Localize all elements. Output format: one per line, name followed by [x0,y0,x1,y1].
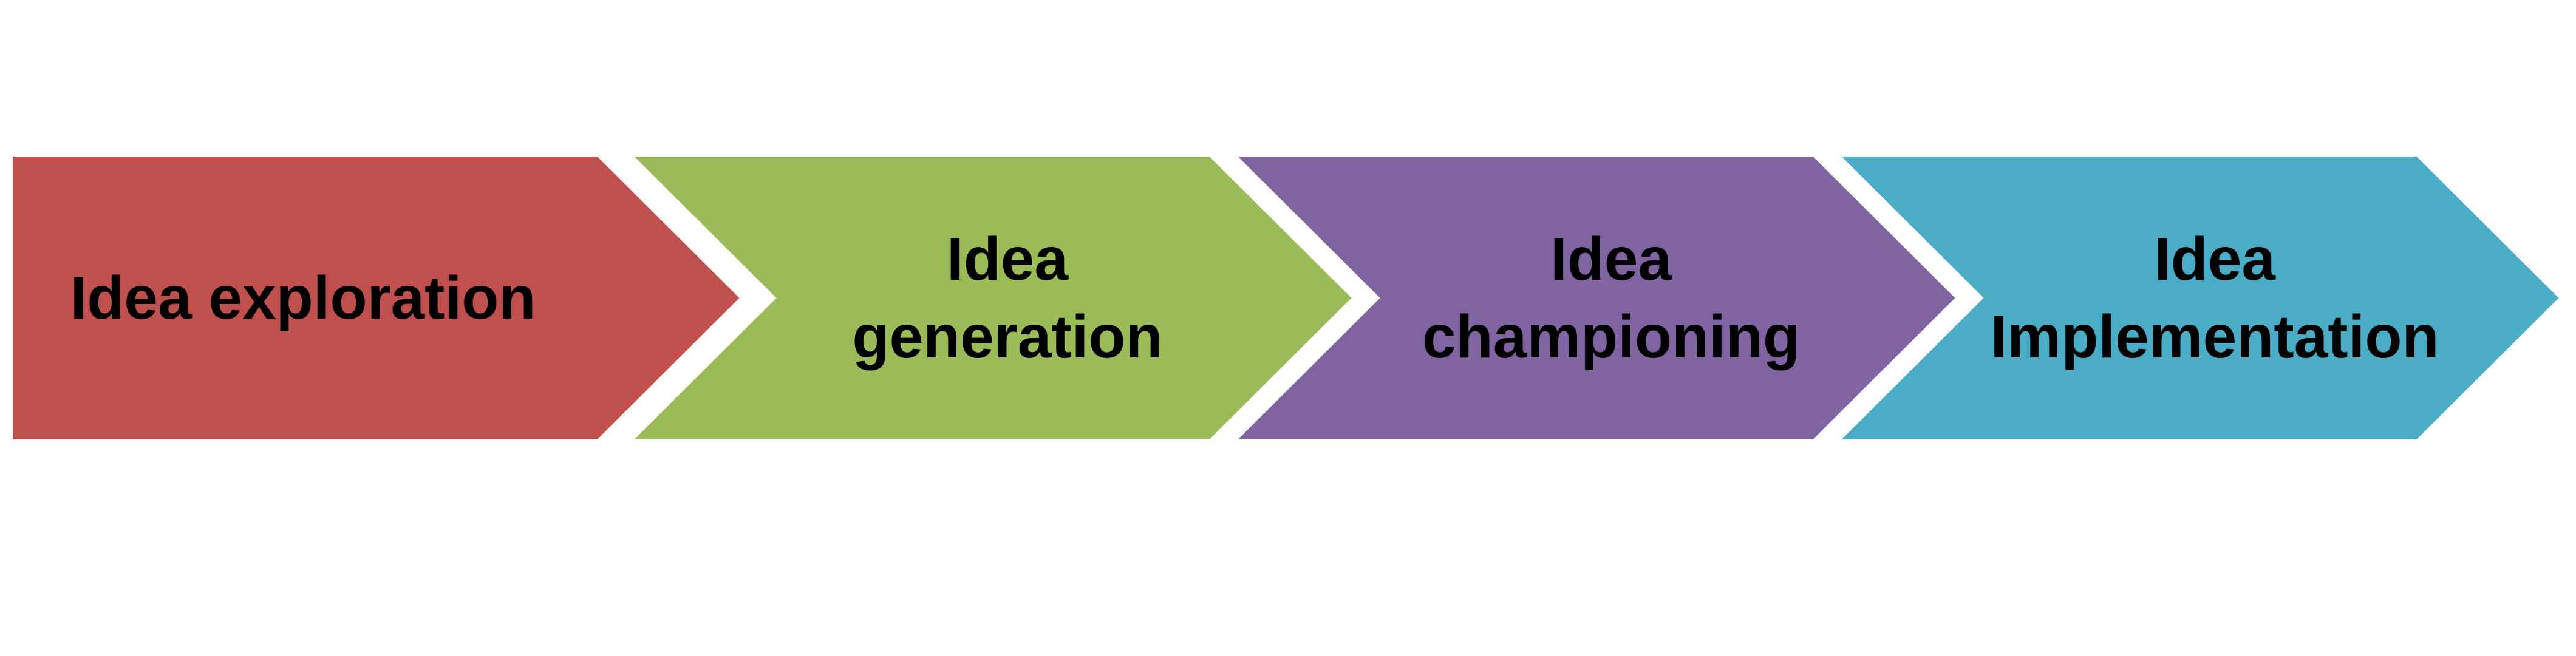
chevron-shape [1809,143,2576,453]
step-label-line: Idea [1550,225,1672,293]
step-label: Idea generation [852,225,1162,371]
process-step-2: Idea generation [602,143,1371,453]
step-label-line: Idea [947,225,1069,293]
process-step-1: Idea exploration [0,143,758,453]
step-label-line: generation [852,303,1162,371]
step-label-line: championing [1422,303,1800,371]
chevron-shape [1205,143,1974,453]
step-label-line: Implementation [1991,303,2439,371]
process-step-3: Idea championing [1205,143,1974,453]
step-label: Idea championing [1422,225,1800,371]
chevron-shape [602,143,1371,453]
process-steps: Idea exploration Idea generation Idea champi… [0,143,2576,453]
step-label-line: Idea [2154,225,2276,293]
step-label: Idea exploration [70,264,536,332]
chevron-shape [0,143,758,453]
step-label-line: Idea exploration [70,264,536,332]
